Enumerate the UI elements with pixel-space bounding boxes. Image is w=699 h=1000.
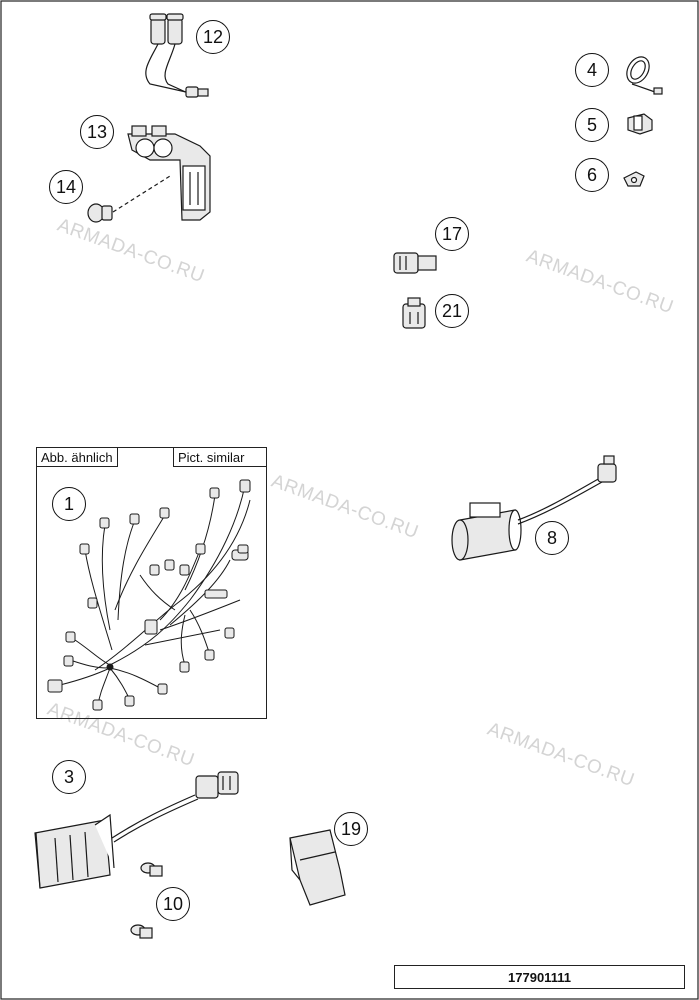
part-19-cover	[289, 829, 346, 906]
part-3-regulator	[34, 771, 239, 889]
part-label-21: 21	[435, 294, 469, 328]
part-4-cable-tie	[626, 56, 663, 95]
part-13-bracket-holder	[127, 125, 211, 221]
part-label-10: 10	[156, 887, 190, 921]
part-6-small-clip	[623, 171, 645, 187]
part-label-12: 12	[196, 20, 230, 54]
part-5-clip	[627, 113, 653, 135]
part-label-4: 4	[575, 53, 609, 87]
part-21-connector-block	[402, 297, 426, 329]
part-label-3: 3	[52, 760, 86, 794]
part-label-13: 13	[80, 115, 114, 149]
reference-number: 177901111	[394, 965, 685, 989]
part-14-round-plug	[87, 175, 171, 223]
part-1-wiring-harness	[47, 479, 251, 711]
part-label-19: 19	[334, 812, 368, 846]
inset-frame	[36, 447, 267, 719]
inset-tag-left: Abb. ähnlich	[36, 447, 118, 467]
part-12-socket-cable	[145, 13, 209, 98]
part-17-connector	[393, 252, 437, 274]
part-8-sensor	[451, 455, 617, 561]
part-label-5: 5	[575, 108, 609, 142]
part-label-14: 14	[49, 170, 83, 204]
part-10-bolts	[130, 862, 163, 939]
part-label-1: 1	[52, 487, 86, 521]
inset-tag-right: Pict. similar	[173, 447, 267, 467]
part-label-17: 17	[435, 217, 469, 251]
part-label-8: 8	[535, 521, 569, 555]
part-label-6: 6	[575, 158, 609, 192]
